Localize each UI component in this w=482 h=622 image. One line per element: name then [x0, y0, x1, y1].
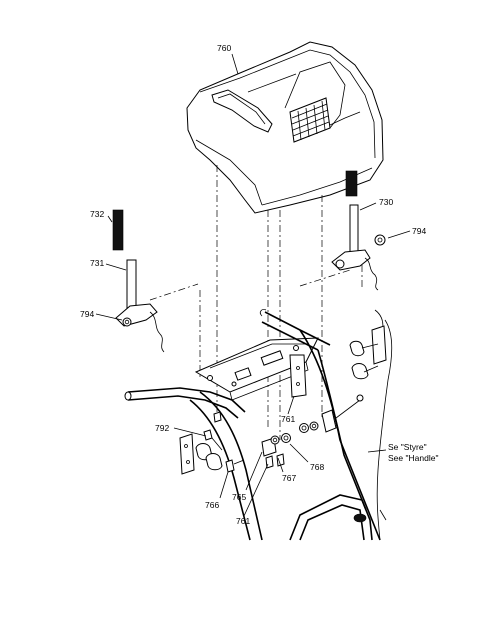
callout-768: 768 [310, 462, 324, 472]
callout-731: 731 [90, 258, 104, 268]
main-handle-frame [124, 329, 387, 541]
decal-730 [345, 170, 358, 197]
callout-761-lower: 761 [236, 516, 250, 526]
leader-lines [95, 53, 411, 517]
right-side-hardware [349, 325, 387, 380]
callout-765: 765 [232, 492, 246, 502]
callout-labels: 760 730 794 732 731 794 761 792 768 767 … [80, 43, 438, 526]
callout-732: 732 [90, 209, 104, 219]
callout-794-right: 794 [412, 226, 426, 236]
decal-732 [112, 209, 124, 251]
hood-cover [186, 41, 384, 214]
callout-730: 730 [379, 197, 393, 207]
callout-760: 760 [217, 43, 231, 53]
note-handle: See "Handle" [388, 453, 438, 463]
callout-767: 767 [282, 473, 296, 483]
callout-794-left: 794 [80, 309, 94, 319]
center-plate [194, 337, 319, 401]
right-bracket [331, 204, 386, 291]
left-handle-hardware [179, 429, 223, 475]
callout-761-upper: 761 [281, 414, 295, 424]
left-bracket [115, 259, 165, 353]
callout-792: 792 [155, 423, 169, 433]
handle-upper [259, 309, 393, 541]
note-styre: Se "Styre" [388, 442, 427, 452]
fastener-hardware [213, 394, 364, 473]
callout-766: 766 [205, 500, 219, 510]
